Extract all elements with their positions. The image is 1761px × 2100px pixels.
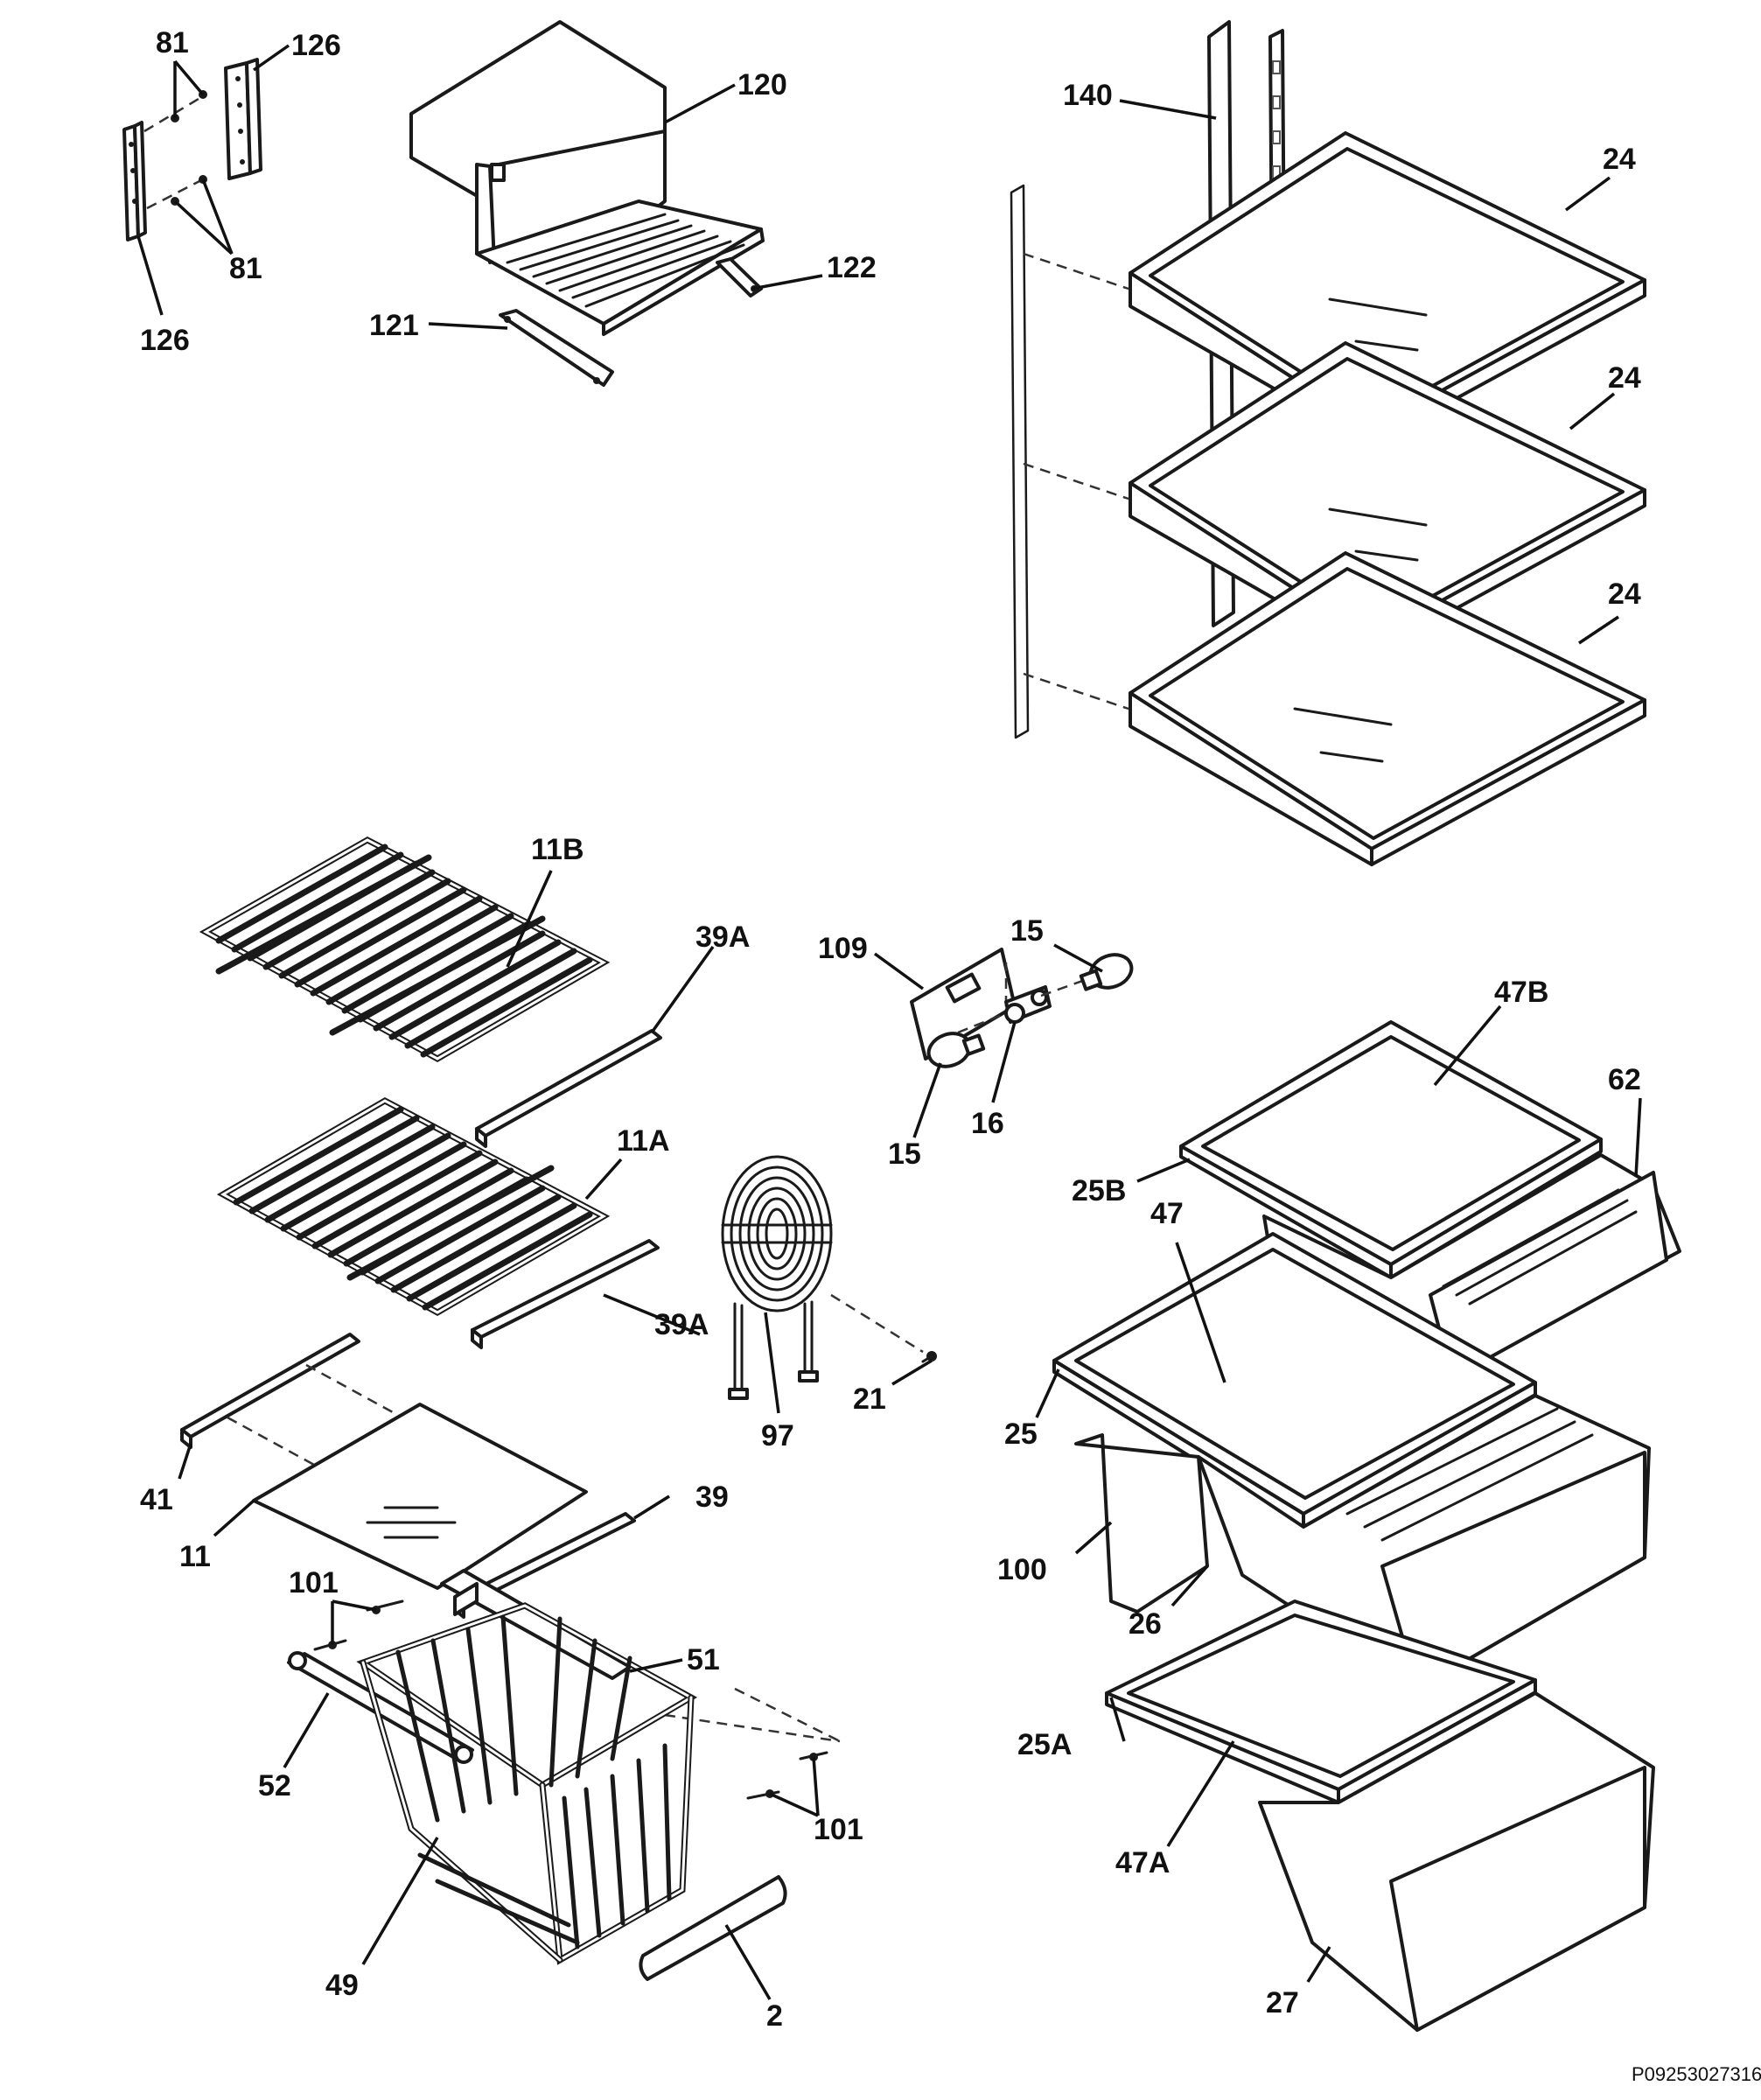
callout-49: 49 (325, 1969, 359, 2002)
callout-26: 26 (1129, 1607, 1162, 1641)
glass-shelf-11 (252, 1403, 588, 1590)
callout-27: 27 (1266, 1986, 1299, 2020)
screw-21 (921, 1351, 937, 1363)
drawer-120 (409, 20, 765, 336)
callout-39Ab: 39A (654, 1308, 709, 1341)
leader-lines (136, 44, 1642, 2000)
bracket-126-right (224, 58, 262, 180)
callout-11B: 11B (531, 833, 584, 866)
callout-47A: 47A (1115, 1846, 1170, 1880)
trim-39A-lower (471, 1239, 660, 1349)
callout-11: 11 (179, 1540, 211, 1573)
cover-25A-47A (1105, 1600, 1537, 1804)
callout-122: 122 (827, 251, 877, 284)
callout-25B: 25B (1072, 1174, 1126, 1208)
bulb-15-left (926, 1032, 986, 1068)
callout-25: 25 (1004, 1418, 1038, 1451)
wire-shelf-11A (216, 1097, 611, 1317)
callout-52: 52 (258, 1769, 291, 1802)
coil-97 (721, 1155, 924, 1400)
bracket-126-left (122, 121, 147, 242)
callout-101b: 101 (814, 1813, 863, 1846)
callout-100: 100 (997, 1553, 1047, 1586)
callout-126b: 126 (140, 324, 190, 357)
trim-41 (180, 1333, 360, 1449)
drawer-27 (1258, 1691, 1655, 2032)
socket-16 (957, 978, 1086, 1034)
callout-47B: 47B (1494, 976, 1548, 1009)
callout-39Aa: 39A (695, 920, 750, 954)
callout-41: 41 (140, 1483, 173, 1516)
callout-140: 140 (1063, 79, 1113, 112)
reference-code: P09253027316 (1632, 2063, 1761, 2085)
callout-47: 47 (1150, 1197, 1184, 1230)
callout-109: 109 (818, 932, 868, 965)
callout-120: 120 (737, 68, 787, 102)
panel-100 (1074, 1433, 1209, 1614)
rail-122 (716, 257, 763, 298)
callout-16: 16 (971, 1107, 1004, 1140)
callout-24c: 24 (1608, 578, 1641, 611)
callout-39: 39 (695, 1480, 729, 1514)
callout-24a: 24 (1603, 143, 1636, 176)
rail-121 (499, 309, 614, 387)
callout-81a: 81 (156, 26, 189, 60)
basket-49 (356, 1602, 698, 1965)
cover-25B (1179, 1020, 1603, 1279)
wire-shelf-11B (199, 836, 611, 1063)
callout-62: 62 (1608, 1063, 1641, 1096)
callout-101a: 101 (289, 1566, 339, 1600)
callout-24b: 24 (1608, 361, 1641, 395)
shelf-24-middle (1129, 341, 1646, 656)
cover-2 (639, 1875, 787, 1981)
callout-121: 121 (369, 309, 419, 342)
callout-21: 21 (853, 1382, 886, 1416)
trim-39A-upper (475, 1029, 662, 1148)
callout-97: 97 (761, 1419, 794, 1452)
callout-labels: 81 126 81 126 120 122 121 140 24 24 24 1… (140, 26, 1761, 2085)
screws-101-lower (664, 1687, 841, 1800)
callout-11A: 11A (617, 1124, 670, 1158)
callout-15b: 15 (888, 1138, 921, 1171)
bulb-15-right (1079, 953, 1134, 991)
shelf-24-bottom (1129, 551, 1646, 866)
callout-51: 51 (687, 1643, 720, 1676)
callout-126a: 126 (291, 29, 341, 62)
callout-2: 2 (766, 1999, 783, 2033)
callout-25A: 25A (1017, 1728, 1072, 1761)
screws-101-upper (313, 1600, 404, 1651)
callout-81b: 81 (229, 252, 262, 285)
callout-15a: 15 (1010, 914, 1044, 948)
slide-52 (287, 1651, 474, 1764)
